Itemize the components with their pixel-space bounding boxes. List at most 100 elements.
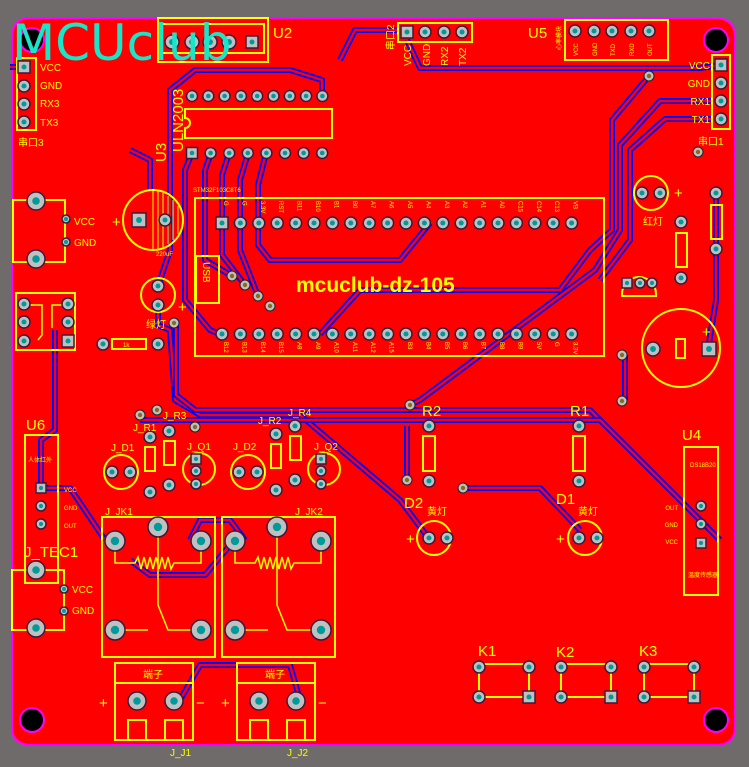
k3-outline [643,663,695,698]
j-r4-pad [288,419,302,433]
j-r4-label: J_R4 [288,408,312,419]
u2-outline [157,17,269,63]
resistor-pad [151,337,165,351]
module-pin-label: B13 [240,342,246,353]
buzzer-pad [645,341,661,357]
module-pin-label: A2 [461,201,467,209]
transistor-pad [621,277,633,289]
j-tec1-pad [59,606,69,616]
via [226,270,238,282]
j-tec1-pad [26,560,46,580]
module-pad-bottom [417,327,432,341]
serial1-pad [714,94,728,108]
u3-pad [185,89,199,103]
module-pad-top [417,216,432,230]
serial3-pin-label: TX3 [40,118,59,129]
module-pad-bottom [344,327,358,341]
key-pad [687,660,701,674]
mcuclub-logo: MCUclub [12,14,231,72]
module-pin-labels: GB12GB133.3VB14RSTB15B11A8B10A9B1A10B0A1… [222,201,578,354]
r1-pad [572,419,586,433]
j-r1-label: J_R1 [133,423,157,434]
j-q2-pad [315,478,327,490]
power-pin-label: GND [74,238,96,249]
module-pin-label: A4 [424,201,430,209]
via [168,317,180,329]
module-name: STM32F103C8T6 [193,188,241,194]
relay-pad [224,530,246,552]
module-pad-top [362,216,376,230]
j-d2-outline [230,454,266,490]
resistor-outline [675,232,688,268]
module-pin-label: G [222,201,228,206]
serial2-pad [455,25,469,39]
j-r2-label: J_R2 [258,416,282,427]
u3-pad [241,146,255,160]
u4-pad [695,500,707,512]
silkscreen-shapes [11,17,731,741]
usb-outline [195,255,220,304]
module-pad-bottom [491,327,505,341]
capacitor-pad [158,213,172,227]
module-pin-label: A11 [351,342,357,353]
resistor-outline [710,204,723,240]
buzzer-outline [641,308,721,388]
module-pin-label: RST [277,201,283,213]
trace-core [319,75,650,335]
serial3-pad [17,60,31,74]
serial1-pin-label: TX1 [692,115,711,126]
trace-core [129,148,152,190]
module-pin-label: B0 [351,201,357,209]
j-d2-pad [250,465,264,479]
module-pin-label: B6 [461,342,467,350]
module-pin-label: B11 [296,201,302,212]
module-pin-label: C15 [516,201,522,213]
module-pin-label: C14 [535,201,541,213]
module-pad-bottom [564,327,579,341]
serial1-pad [714,76,728,90]
module-pin-label: 5V [535,342,541,349]
resistor-pad [709,242,723,256]
r2-pad [422,419,436,433]
key-pad [604,660,618,674]
j-jk1-label: J_JK1 [105,507,133,518]
capacitor-outline [122,189,184,251]
via [401,474,413,486]
relay-pad [266,516,288,538]
relay-pad [190,530,212,552]
r1-label: R1 [570,403,589,420]
u3-pad [234,89,248,103]
switch-pad [17,315,31,329]
j-r2-outline [270,443,282,469]
u2-inner [161,23,265,54]
module-pad-top [509,216,524,230]
j-d1-label: J_D1 [111,443,135,454]
module-pin-label: A7 [369,201,375,209]
module-pad-bottom [509,327,524,341]
buzzer-pad [701,341,717,357]
mounting-hole [19,27,45,53]
u6-top-label: 人体红外 [28,456,52,464]
module-pad-bottom [307,327,321,341]
module-pad-bottom [270,327,284,341]
u6-outline [24,434,59,584]
module-pin-label: B12 [222,342,228,353]
r1-pad [572,474,586,488]
serial2-pad [437,25,451,39]
module-pin-label: B7 [480,342,486,350]
module-pad-top [344,216,358,230]
j-r3-pad [162,478,176,492]
serial2-pin-label: TX2 [458,47,469,66]
key-pad [472,690,486,704]
r1-outline [572,435,586,472]
j-r3-outline [163,440,176,466]
trace-core [706,190,718,350]
j-j2-minus: − [318,695,327,712]
serial1-pad [714,112,728,126]
j-q1-pad [190,453,202,465]
resistor-pad [674,271,688,285]
j-r2-pad [269,427,283,441]
green-led-outline [140,277,176,313]
pads [17,24,728,711]
